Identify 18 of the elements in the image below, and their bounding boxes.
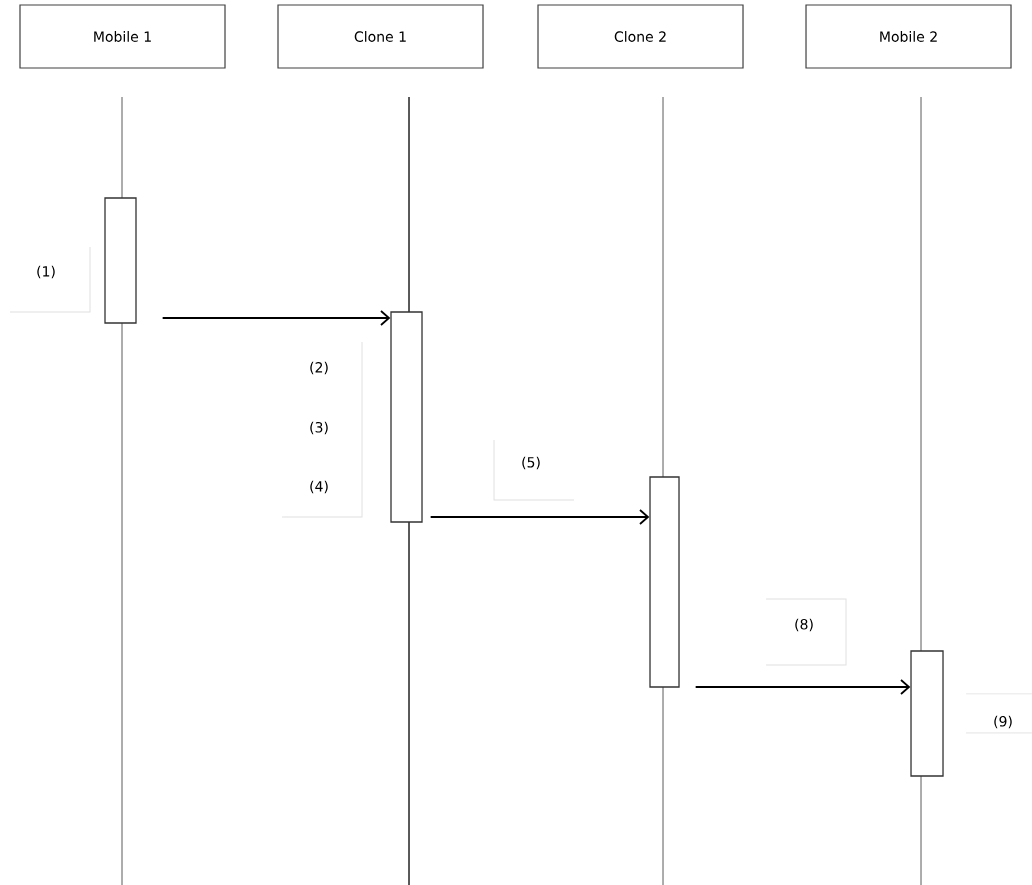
message-arrow — [161, 310, 391, 326]
step-number: (4) — [310, 480, 328, 494]
message-arrow — [694, 679, 911, 695]
step-number: (8) — [795, 618, 813, 632]
step-number: (9) — [994, 715, 1012, 729]
activation-bar — [104, 197, 137, 324]
step-number: (1) — [37, 265, 55, 279]
lifeline-header-box: Mobile 2 — [805, 4, 1012, 69]
step-number: (2) — [310, 361, 328, 375]
lifeline-header-box: Clone 2 — [537, 4, 744, 69]
lifeline-header-box: Clone 1 — [277, 4, 484, 69]
message-arrow — [429, 509, 650, 525]
activation-bar — [910, 650, 944, 777]
activation-bar — [649, 476, 680, 688]
step-number: (5) — [522, 456, 540, 470]
lifeline-header-box: Mobile 1 — [19, 4, 226, 69]
activation-bar — [390, 311, 423, 523]
step-number: (3) — [310, 421, 328, 435]
